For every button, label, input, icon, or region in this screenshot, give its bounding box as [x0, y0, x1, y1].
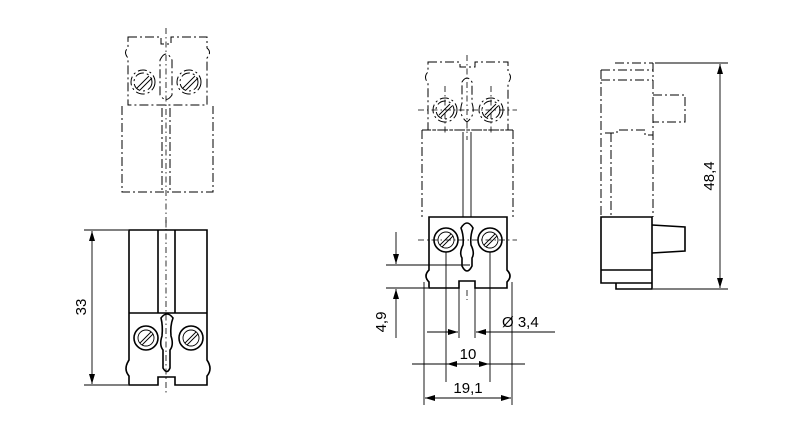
dimension-10: 10 [412, 346, 525, 367]
middle-view-front [418, 216, 517, 300]
side-view [600, 62, 686, 290]
dimension-19-1: 19,1 [423, 282, 513, 405]
dimension-4-9: 4,9 [373, 232, 470, 338]
middle-view-phantom [418, 55, 517, 217]
dimension-hole-diameter: Ø 3,4 [427, 252, 555, 382]
left-view-front [125, 220, 211, 395]
dimension-48-4: 48,4 [653, 62, 728, 290]
screw-left [133, 325, 159, 351]
dimension-10-label: 10 [460, 346, 477, 363]
dimension-48-4-label: 48,4 [701, 161, 718, 190]
dimension-hole-diameter-label: Ø 3,4 [502, 314, 539, 331]
dimension-33: 33 [73, 229, 128, 386]
dimension-19-1-label: 19,1 [453, 380, 482, 397]
left-view-phantom [121, 28, 214, 228]
dimension-4-9-label: 4,9 [373, 312, 390, 333]
screw-right [178, 325, 204, 351]
dimension-33-label: 33 [73, 299, 90, 316]
